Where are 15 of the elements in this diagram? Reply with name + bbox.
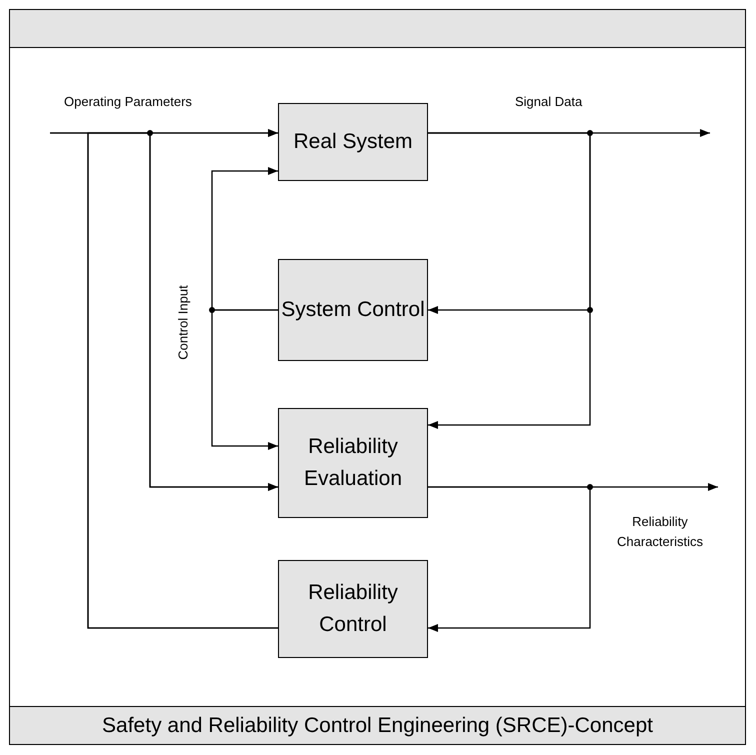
box-label: Reliability Control	[307, 580, 399, 638]
box-label: Real System	[293, 129, 413, 155]
process-box	[278, 259, 428, 361]
box-label: System Control	[281, 297, 425, 323]
caption: Safety and Reliability Control Engineering (SRCE)-Concept	[102, 714, 653, 738]
process-box	[278, 560, 428, 658]
process-box	[278, 103, 428, 181]
arrow	[211, 309, 278, 450]
process-box	[278, 408, 428, 518]
arrow	[428, 132, 591, 429]
edge-label: Control Input	[176, 282, 190, 362]
edge-label: Signal Data	[515, 94, 582, 109]
edge-label: Operating Parameters	[64, 94, 192, 109]
arrow	[428, 486, 591, 632]
box-label: Reliability Evaluation	[302, 434, 404, 492]
